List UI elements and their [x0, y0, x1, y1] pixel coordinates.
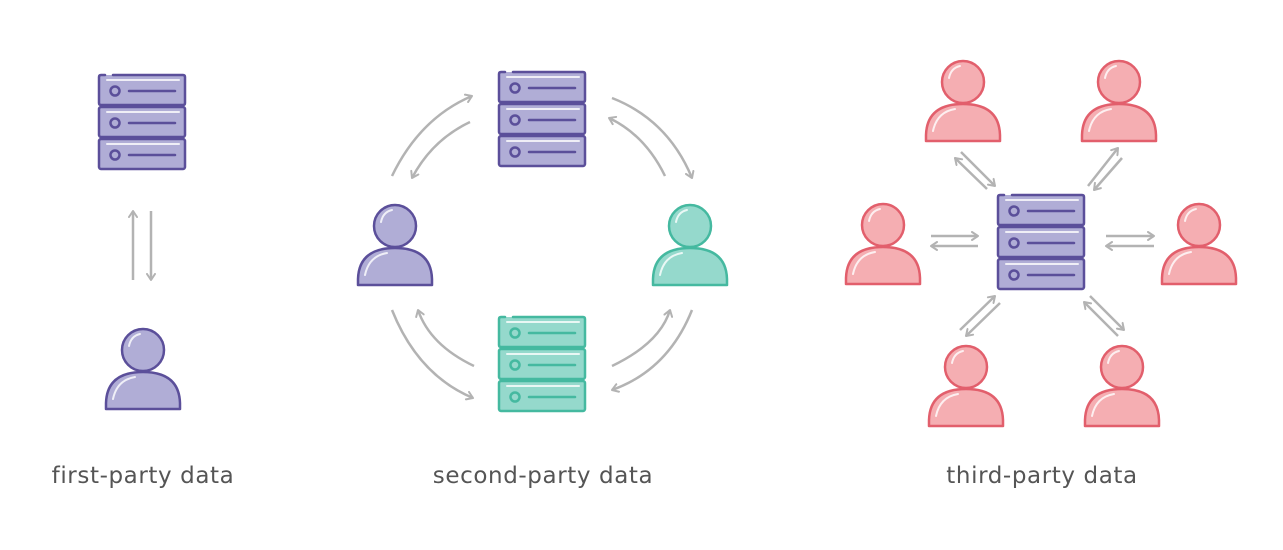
caption-second-party: second-party data — [432, 463, 654, 489]
third-party-group — [844, 59, 1238, 428]
server-icon — [497, 70, 587, 168]
user-icon — [356, 203, 434, 287]
arrow-pair — [390, 93, 695, 401]
server-icon — [497, 315, 587, 413]
user-icon — [924, 59, 1002, 143]
second-party-group — [356, 70, 729, 413]
user-icon — [927, 344, 1005, 428]
user-icon — [104, 327, 182, 411]
user-icon — [844, 202, 922, 286]
server-icon — [996, 193, 1086, 291]
arrow-pair — [128, 210, 156, 281]
arrow-pair — [930, 147, 1155, 337]
user-icon — [1083, 344, 1161, 428]
caption-third-party: third-party data — [946, 463, 1138, 489]
caption-first-party: first-party data — [51, 463, 235, 489]
user-icon — [1080, 59, 1158, 143]
first-party-group — [97, 73, 187, 411]
user-icon — [651, 203, 729, 287]
user-icon — [1160, 202, 1238, 286]
server-icon — [97, 73, 187, 171]
